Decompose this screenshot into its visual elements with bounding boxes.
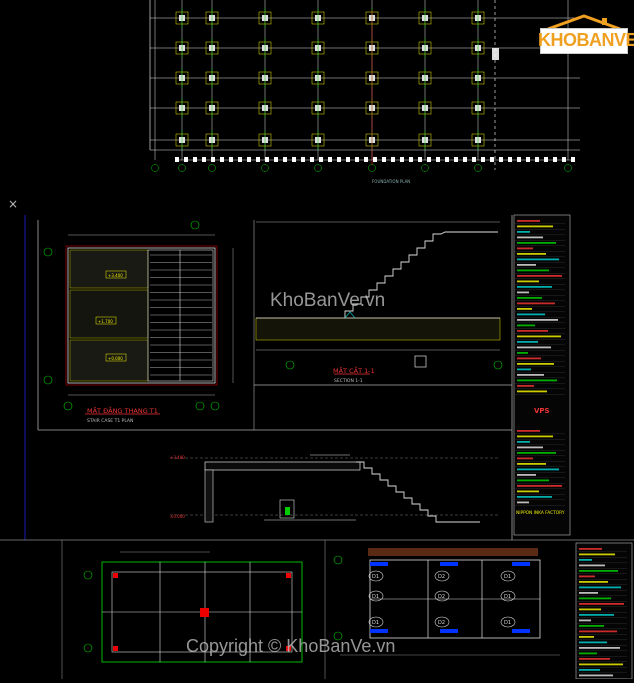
section-title: MẶT CẮT 1-1: [333, 365, 375, 375]
section-subtitle: SECTION 1-1: [334, 378, 363, 384]
stair-elevation: +3.400 ±0.000: [170, 454, 500, 523]
footing-label: D1: [504, 574, 511, 580]
beam-plan: [61, 540, 303, 679]
plan-level-mid: +1.700: [98, 319, 113, 324]
footing-label: D1: [504, 620, 511, 626]
footing-label: D1: [372, 620, 379, 626]
plan-level-bottom: +0.000: [108, 356, 123, 361]
stair-plan-t1: +3.400 +1.700 +0.000 MẶT ĐẰNG THANG T1 S…: [43, 220, 234, 424]
footing-label: D2: [438, 594, 445, 600]
stair-sheet-frame: [0, 215, 634, 541]
house-roof-icon: [547, 14, 621, 30]
footing-label: D1: [372, 574, 379, 580]
footing-label: D1: [504, 594, 511, 600]
watermark-main: KhoBanVe.vn: [270, 290, 386, 311]
title-block-bottom: [575, 542, 633, 680]
footing-label: D2: [438, 620, 445, 626]
foundation-caption: FOUNDATION PLAN: [372, 179, 410, 184]
khobanve-logo: KHOBANVE: [538, 14, 634, 54]
plan-subtitle: STAIR CASE T1 PLAN: [87, 418, 133, 424]
logo-text: KHOBANVE: [538, 30, 634, 50]
section-1-1: MẶT CẮT 1-1 SECTION 1-1: [255, 221, 503, 384]
titleblock-company: VPS: [534, 407, 550, 415]
titleblock-project: NIPPON INKA FACTORY: [516, 510, 565, 516]
close-icon[interactable]: ×: [8, 197, 19, 211]
footing-label: D1: [372, 594, 379, 600]
watermark-copyright: Copyright © KhoBanVe.vn: [186, 636, 396, 656]
footing-label: D2: [438, 574, 445, 580]
plan-title: MẶT ĐẰNG THANG T1: [87, 405, 158, 415]
elevation-level-top: +3.400: [170, 455, 185, 460]
title-block: VPS NIPPON INKA FACTORY: [513, 214, 571, 536]
foundation-plan: [150, 0, 580, 172]
plan-level-top: +3.400: [108, 273, 123, 278]
elevation-level-bottom: ±0.000: [170, 514, 185, 519]
logo-plate: [540, 28, 628, 54]
